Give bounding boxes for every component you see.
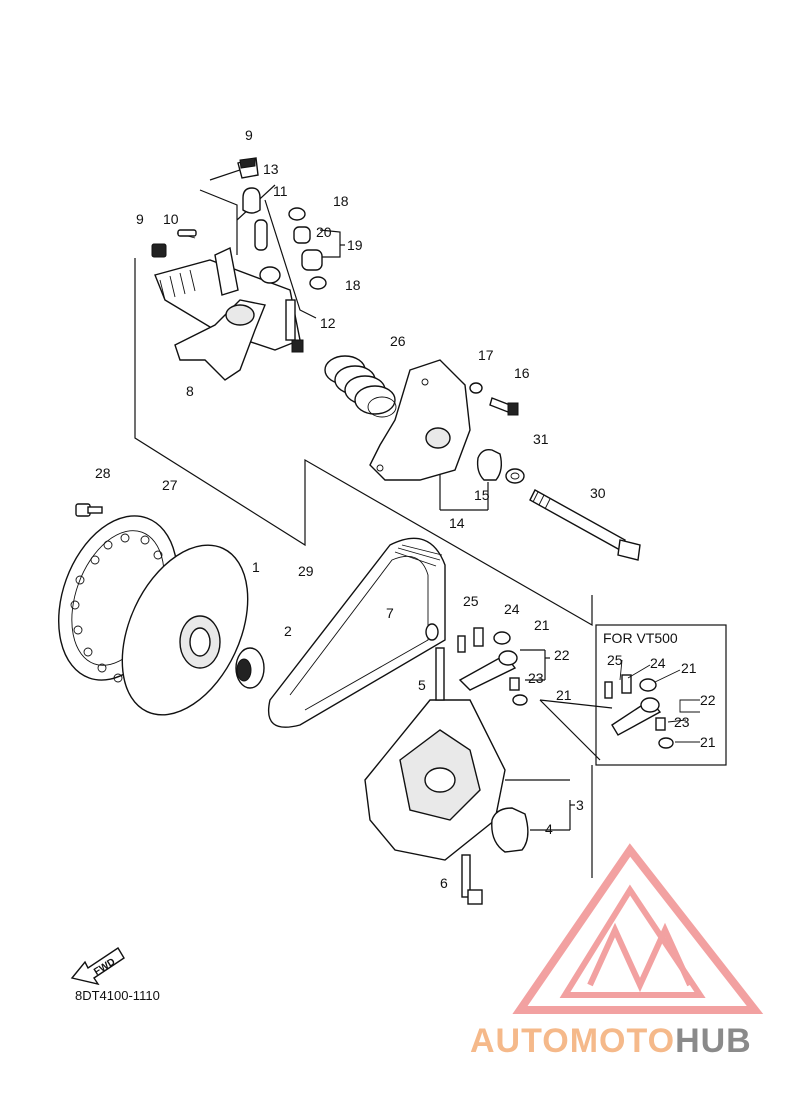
callout-29: 29: [298, 563, 314, 579]
cover-plate: [369, 359, 525, 484]
inset-callout-22: 22: [700, 692, 716, 708]
callout-10: 10: [163, 211, 179, 227]
inset-callout-24: 24: [650, 655, 666, 671]
callout-21b: 21: [556, 687, 572, 703]
brand-name-part2: HUB: [675, 1022, 752, 1060]
brand-logo: AUTOMOTOHUB: [470, 843, 764, 1060]
callout-5: 5: [418, 677, 426, 693]
callout-6: 6: [440, 875, 448, 891]
diagram-code: 8DT4100-1110: [75, 988, 160, 1003]
callout-20: 20: [316, 224, 332, 240]
callout-27: 27: [162, 477, 178, 493]
svg-text:AUTOMOTOHUB: AUTOMOTOHUB: [470, 1022, 752, 1060]
callout-13: 13: [263, 161, 279, 177]
bushing: [235, 647, 265, 689]
callout-14: 14: [449, 515, 465, 531]
callout-24: 24: [504, 601, 520, 617]
callout-25: 25: [463, 593, 479, 609]
callout-2: 2: [284, 623, 292, 639]
callout-7: 7: [386, 605, 394, 621]
inset-callout-21a: 21: [681, 660, 697, 676]
long-bolt: [529, 489, 641, 561]
callout-21a: 21: [534, 617, 550, 633]
vt500-inset-box: FOR VT500 25 24 21 22 23 21: [595, 624, 727, 766]
callout-12: 12: [320, 315, 336, 331]
callout-22: 22: [554, 647, 570, 663]
inset-callout-25: 25: [607, 652, 623, 668]
inset-callout-23: 23: [674, 714, 690, 730]
callout-26: 26: [390, 333, 406, 349]
callout-19: 19: [347, 237, 363, 253]
spider-shaft-assembly: [151, 157, 327, 381]
callout-labels: 1 2 3 4 5 6 7 8 9 9 10 11 12 13 14 15 16…: [95, 127, 606, 891]
drive-belt: [268, 537, 446, 728]
fixed-sheave: [121, 544, 249, 716]
triangle-mountain-logo-icon: [512, 843, 764, 1014]
callout-17: 17: [478, 347, 494, 363]
callout-28: 28: [95, 465, 111, 481]
callout-1: 1: [252, 559, 260, 575]
callout-31: 31: [533, 431, 549, 447]
brand-name-part1: AUTOMOTO: [470, 1022, 675, 1060]
callout-9b: 9: [136, 211, 144, 227]
forward-arrow-icon: FWD: [70, 947, 125, 986]
inset-title: FOR VT500: [603, 630, 678, 646]
assembly-frame-lines: [134, 165, 613, 878]
callout-30: 30: [590, 485, 606, 501]
callout-3: 3: [576, 797, 584, 813]
callout-9a: 9: [245, 127, 253, 143]
callout-18a: 18: [333, 193, 349, 209]
callout-4: 4: [545, 821, 553, 837]
small-bolt: [75, 503, 103, 517]
callout-23: 23: [528, 670, 544, 686]
movable-housing: [364, 623, 529, 905]
callout-11: 11: [273, 183, 288, 199]
callout-16: 16: [514, 365, 530, 381]
spring: [324, 355, 397, 418]
callout-15: 15: [474, 487, 490, 503]
inset-parts: [604, 659, 700, 749]
callout-8: 8: [186, 383, 194, 399]
callout-18b: 18: [345, 277, 361, 293]
inset-callout-21b: 21: [700, 734, 716, 750]
